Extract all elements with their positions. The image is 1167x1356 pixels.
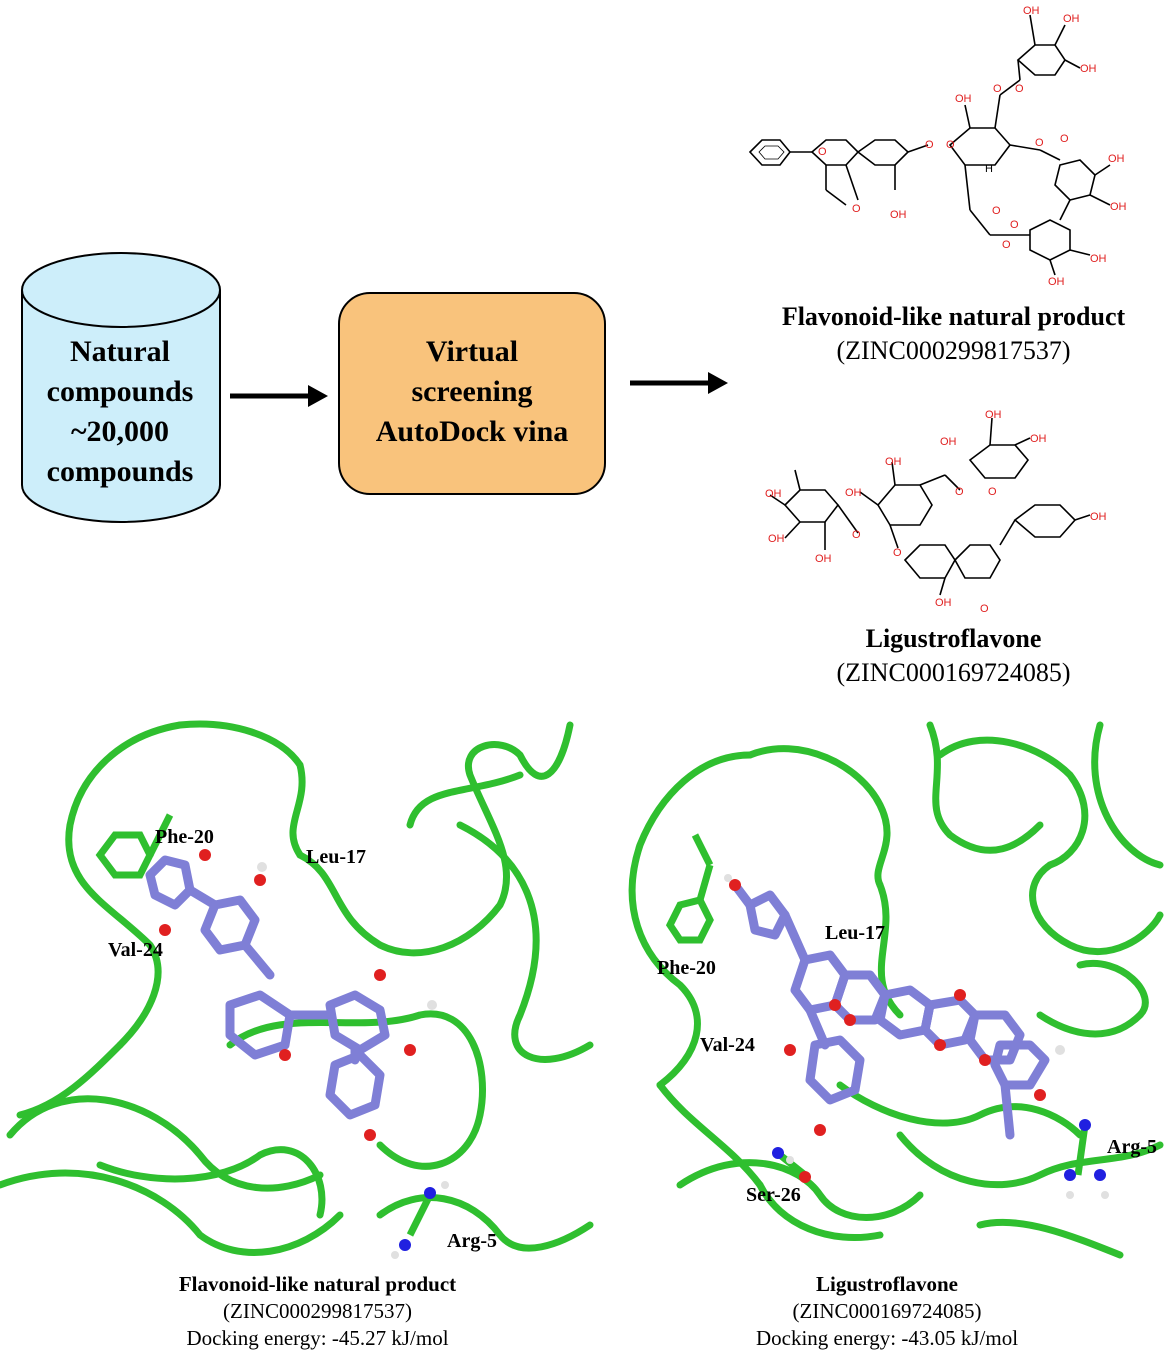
panel2-energy: Docking energy: -43.05 kJ/mol	[755, 1326, 1019, 1350]
protein-ribbon	[0, 720, 594, 1256]
protein-ribbon	[628, 721, 1164, 1259]
ser26-sidechain	[772, 1147, 811, 1183]
arrow-to-hits	[630, 372, 728, 394]
svg-text:OH: OH	[1030, 433, 1047, 445]
screening-label-line: AutoDock vina	[375, 415, 569, 448]
svg-text:OH: OH	[765, 488, 782, 500]
svg-text:OH: OH	[1090, 511, 1107, 523]
svg-text:O: O	[946, 139, 955, 151]
svg-text:OH: OH	[1023, 5, 1040, 17]
residue-label: Phe-20	[155, 826, 214, 848]
residue-label: Leu-17	[825, 922, 885, 944]
ligand-2	[730, 880, 1050, 1140]
database-label-line: ~20,000	[70, 415, 170, 448]
virtual-screening-label: Virtual screening AutoDock vina	[338, 332, 606, 452]
svg-text:OH: OH	[985, 409, 1002, 421]
svg-text:O: O	[1035, 137, 1044, 149]
svg-text:O: O	[893, 547, 902, 559]
product1-name: Flavonoid-like natural product	[781, 302, 1126, 331]
panel2-zinc: (ZINC000169724085)	[792, 1299, 982, 1323]
svg-text:OH: OH	[815, 553, 832, 565]
svg-text:O: O	[925, 139, 934, 151]
panel2-name: Ligustroflavone	[816, 1272, 958, 1296]
structure-ligustroflavone-atoms: OH OH OH OH OH OH OH OH O O O O OH O OH	[765, 409, 1107, 615]
phe20-sidechain	[665, 833, 714, 944]
arg5-sidechain-2	[1064, 1119, 1109, 1199]
residue-label: Arg-5	[447, 1230, 497, 1252]
svg-text:O: O	[852, 529, 861, 541]
arrow-to-screening	[230, 385, 328, 407]
arg5-sidechain-1	[391, 1181, 449, 1259]
database-cylinder	[21, 252, 221, 523]
panel1-name: Flavonoid-like natural product	[178, 1272, 457, 1296]
svg-text:O: O	[955, 486, 964, 498]
database-label-line: compounds	[46, 375, 194, 408]
database-label-line: compounds	[46, 455, 194, 488]
svg-text:OH: OH	[1110, 201, 1127, 213]
svg-text:OH: OH	[1108, 153, 1125, 165]
structure-flavonoid-like-atoms: O O OH O O OH O O OH OH OH O O OH OH OH …	[818, 5, 1127, 288]
svg-text:O: O	[1010, 219, 1019, 231]
product2-name: Ligustroflavone	[865, 624, 1042, 653]
svg-text:OH: OH	[1048, 276, 1065, 288]
product2-zinc: (ZINC000169724085)	[836, 658, 1071, 687]
svg-text:OH: OH	[1090, 253, 1107, 265]
ligand-1-heteroatoms	[159, 849, 437, 1141]
ligand-2-heteroatoms	[724, 874, 1065, 1136]
svg-text:OH: OH	[935, 597, 952, 609]
svg-text:OH: OH	[1063, 13, 1080, 25]
svg-text:OH: OH	[885, 456, 902, 468]
svg-text:OH: OH	[768, 533, 785, 545]
residue-label: Phe-20	[657, 957, 716, 979]
svg-text:O: O	[1060, 133, 1069, 145]
residue-label: Leu-17	[306, 846, 366, 868]
screening-label-line: screening	[411, 375, 533, 408]
svg-text:O: O	[980, 603, 989, 615]
svg-text:OH: OH	[940, 436, 957, 448]
virtual-screening-box	[338, 292, 606, 495]
oh-label: OH	[890, 209, 907, 221]
structure-flavonoid-like	[748, 14, 1111, 276]
svg-text:O: O	[993, 83, 1002, 95]
residue-label: Val-24	[700, 1034, 755, 1056]
panel1-energy: Docking energy: -45.27 kJ/mol	[186, 1326, 449, 1350]
svg-text:O: O	[818, 146, 827, 158]
phe20-sidechain	[95, 813, 174, 879]
docking-panel-1: Phe-20 Leu-17 Val-24 Arg-5	[0, 720, 594, 1259]
screening-label-line: Virtual	[425, 335, 519, 368]
svg-text:O: O	[852, 203, 861, 215]
svg-text:OH: OH	[955, 93, 972, 105]
ligand-1	[145, 855, 390, 1120]
svg-text:H: H	[985, 163, 993, 175]
structure-ligustroflavone	[769, 417, 1091, 596]
database-label-line: Natural	[70, 335, 170, 368]
product1-zinc: (ZINC000299817537)	[836, 336, 1071, 365]
panel1-zinc: (ZINC000299817537)	[223, 1299, 412, 1323]
svg-text:OH: OH	[1080, 63, 1097, 75]
svg-text:O: O	[1002, 239, 1011, 251]
database-label: Natural compounds ~20,000 compounds	[20, 332, 220, 492]
svg-text:O: O	[992, 205, 1001, 217]
docking-panel-2: Phe-20 Leu-17 Val-24 Ser-26 Arg-5	[628, 721, 1164, 1259]
svg-text:OH: OH	[845, 487, 862, 499]
svg-text:O: O	[988, 486, 997, 498]
top-flow-graphic: O O OH O O OH O O OH OH OH O O OH OH OH …	[21, 5, 1127, 615]
residue-label: Arg-5	[1107, 1136, 1157, 1158]
residue-label: Ser-26	[746, 1184, 801, 1206]
svg-text:O: O	[1015, 83, 1024, 95]
residue-label: Val-24	[108, 939, 163, 961]
